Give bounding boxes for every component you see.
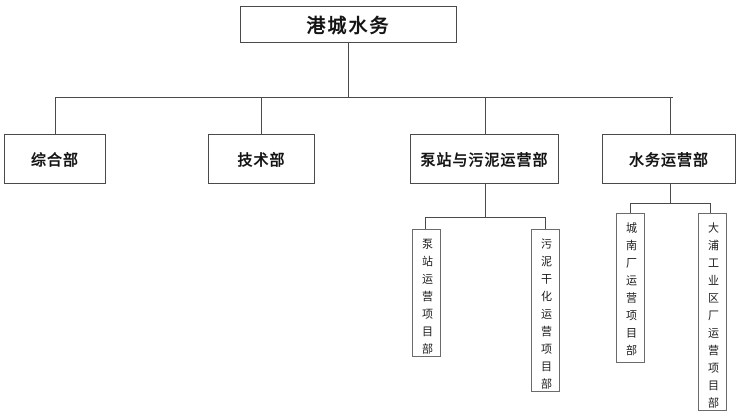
dept-node-technical: 技术部 (208, 134, 315, 184)
dept-node-water-operations: 水务运营部 (602, 134, 736, 184)
connector-drop-dapu-project (710, 204, 711, 213)
connector-drop-sludge-drying-project (545, 218, 546, 229)
connector-drop-general-dept (55, 98, 56, 134)
project-node-label: 大浦工业区厂运营项目部 (706, 222, 719, 415)
dept-node-label: 综合部 (30, 152, 79, 169)
project-node-label: 污泥干化运营项目部 (539, 238, 552, 396)
root-node-label: 港城水务 (306, 16, 391, 37)
dept-node-label: 泵站与污泥运营部 (420, 152, 549, 169)
connector-drop-technical-dept (261, 98, 262, 134)
connector-drop-water-ops-dept (670, 98, 671, 134)
dept-node-label: 技术部 (237, 152, 286, 169)
connector-pump-sludge-stem (485, 184, 486, 218)
dept-node-general: 综合部 (4, 134, 106, 184)
dept-node-label: 水务运营部 (628, 152, 709, 169)
project-node-pump-station-operation: 泵站运营项目部 (412, 229, 441, 361)
connector-drop-pump-station-project (425, 218, 426, 229)
connector-root-drop (348, 43, 349, 98)
project-node-sludge-drying-operation: 污泥干化运营项目部 (531, 229, 560, 396)
dept-node-pump-sludge-operations: 泵站与污泥运营部 (410, 134, 559, 184)
project-node-label: 城南厂运营项目部 (624, 222, 637, 362)
connector-water-ops-stem (670, 184, 671, 203)
connector-drop-chengnan-project (630, 204, 631, 213)
connector-pump-sludge-horizontal (425, 217, 546, 218)
connector-water-ops-horizontal (630, 203, 711, 204)
connector-main-horizontal (55, 97, 673, 98)
project-node-chengnan-plant-operation: 城南厂运营项目部 (616, 213, 645, 363)
project-node-label: 泵站运营项目部 (420, 238, 433, 361)
connector-drop-pump-sludge-dept (485, 98, 486, 134)
root-node-company: 港城水务 (240, 6, 457, 43)
project-node-dapu-industrial-zone-plant-operation: 大浦工业区厂运营项目部 (698, 213, 727, 415)
